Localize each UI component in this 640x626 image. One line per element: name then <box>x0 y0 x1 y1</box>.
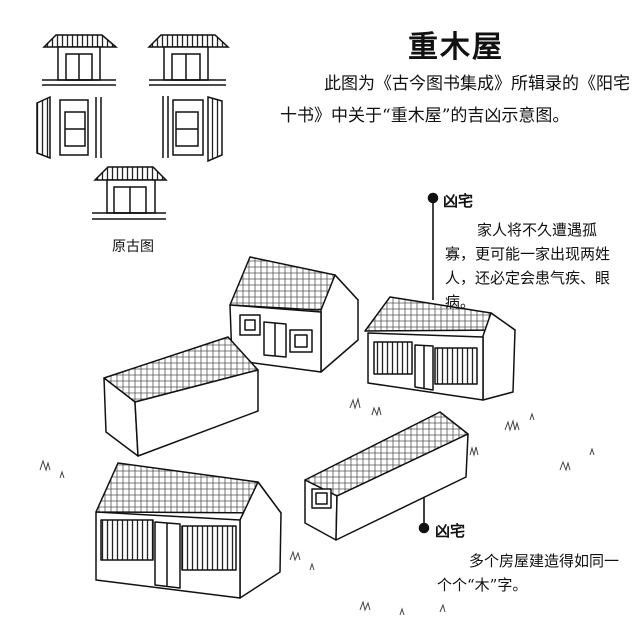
original-diagram <box>36 34 230 220</box>
annotation-label-bottom: 凶宅 <box>435 522 466 540</box>
annotation-label-top: 凶宅 <box>443 192 474 210</box>
house-front <box>95 462 282 599</box>
perspective-houses <box>95 256 516 599</box>
original-diagram-caption: 原古图 <box>112 239 154 255</box>
diagram-house-mid-right <box>162 96 223 163</box>
grass <box>39 397 595 616</box>
diagram-house-top-right <box>147 34 230 86</box>
intro-paragraph: 此图为《古今图书集成》所辑录的《阳宅十书》中关于“重木屋”的吉凶示意图。 <box>280 74 630 126</box>
house-back <box>229 256 359 373</box>
house-right <box>364 296 516 401</box>
diagram-house-mid-left <box>36 95 102 160</box>
diagram-house-top-left <box>42 34 119 86</box>
house-left <box>103 336 259 457</box>
diagram-house-bottom <box>92 166 168 220</box>
annotation-markers <box>418 192 439 534</box>
annotation-note-bottom: 多个房屋建造得如同一个个“木”字。 <box>437 552 620 594</box>
house-middle-right <box>304 411 469 541</box>
annotation-note-top: 家人将不久遭遇孤寡，更可能一家出现两姓人，还必定会患气疾、眼病。 <box>445 221 611 311</box>
page-title: 重木屋 <box>408 30 504 65</box>
